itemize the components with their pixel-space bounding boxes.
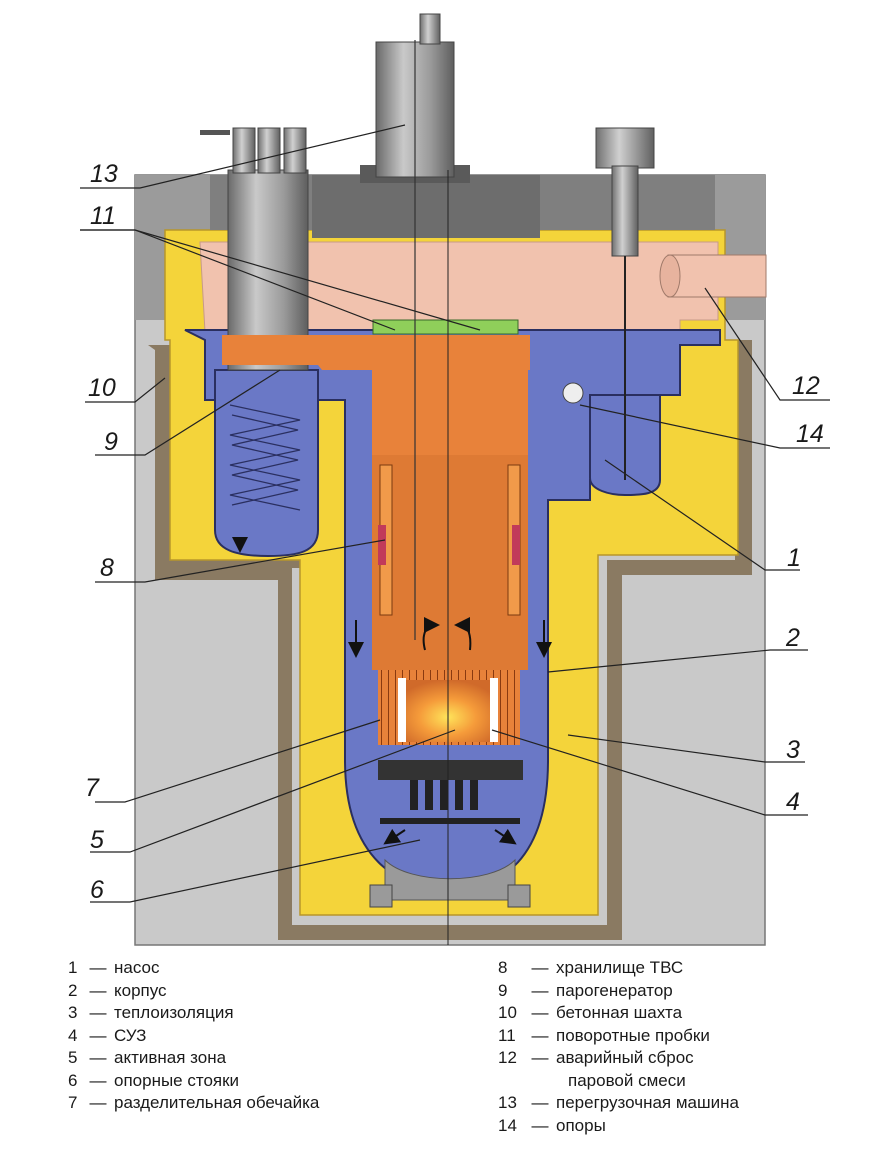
reactor-cross-section-diagram: 13 11 10 9 8 7 5 6 12 14 1 2 3 4	[80, 13, 830, 946]
active-core	[378, 670, 523, 780]
emergency-relief-pipe	[659, 254, 767, 298]
callout-10: 10	[88, 374, 116, 402]
callout-8: 8	[100, 554, 114, 582]
control-rod-drive	[595, 127, 655, 480]
callout-11: 11	[90, 202, 116, 230]
fuel-storage	[378, 525, 520, 565]
leader-lines	[80, 124, 830, 903]
legend-item-5: 5—активная зона	[68, 1048, 227, 1067]
legend-item-9: 9—парогенератор	[498, 980, 673, 1000]
callout-1: 1	[787, 544, 801, 572]
legend-item-2: 2—корпус	[68, 980, 167, 1000]
legend-item-10: 10—бетонная шахта	[498, 1003, 683, 1022]
support-14-right	[507, 884, 531, 908]
callout-6: 6	[90, 876, 104, 904]
callout-7: 7	[85, 774, 100, 802]
callout-4: 4	[786, 788, 800, 816]
support-14-ball	[562, 382, 584, 404]
legend-item-14: 14—опоры	[498, 1115, 606, 1135]
support-posts	[380, 780, 520, 824]
callout-5: 5	[90, 826, 104, 854]
legend-item-13: 13—перегрузочная машина	[498, 1093, 739, 1112]
callout-14: 14	[796, 420, 824, 448]
refueling-machine	[375, 13, 455, 640]
support-14-left	[369, 884, 393, 908]
legend-item-7: 7—разделительная обечайка	[68, 1093, 320, 1112]
legend-item-8: 8—хранилище ТВС	[498, 958, 684, 977]
callout-2: 2	[785, 624, 800, 652]
callout-3: 3	[786, 736, 800, 764]
legend-item-12: 12—аварийный сброс	[498, 1048, 694, 1067]
callout-13: 13	[90, 160, 118, 188]
legend-item-3: 3—теплоизоляция	[68, 1003, 234, 1022]
legend-item-12-continued: паровой смеси	[568, 1070, 686, 1090]
legend-item-1: 1—насос	[68, 958, 160, 977]
rotating-plug-green	[372, 319, 519, 335]
legend-item-4: 4—СУЗ	[68, 1025, 147, 1045]
legend-item-11: 11—поворотные пробки	[498, 1025, 710, 1045]
legend-item-6: 6—опорные стояки	[68, 1070, 240, 1090]
legend-left: 1—насос 2—корпус 3—теплоизоляция 4—СУЗ 5…	[68, 957, 319, 1115]
callout-9: 9	[104, 428, 118, 456]
vessel-bottom-support	[384, 858, 516, 901]
flow-arrows	[232, 537, 552, 845]
legend-right: 8—хранилище ТВС 9—парогенератор 10—бетон…	[498, 957, 739, 1137]
callout-12: 12	[792, 372, 820, 400]
